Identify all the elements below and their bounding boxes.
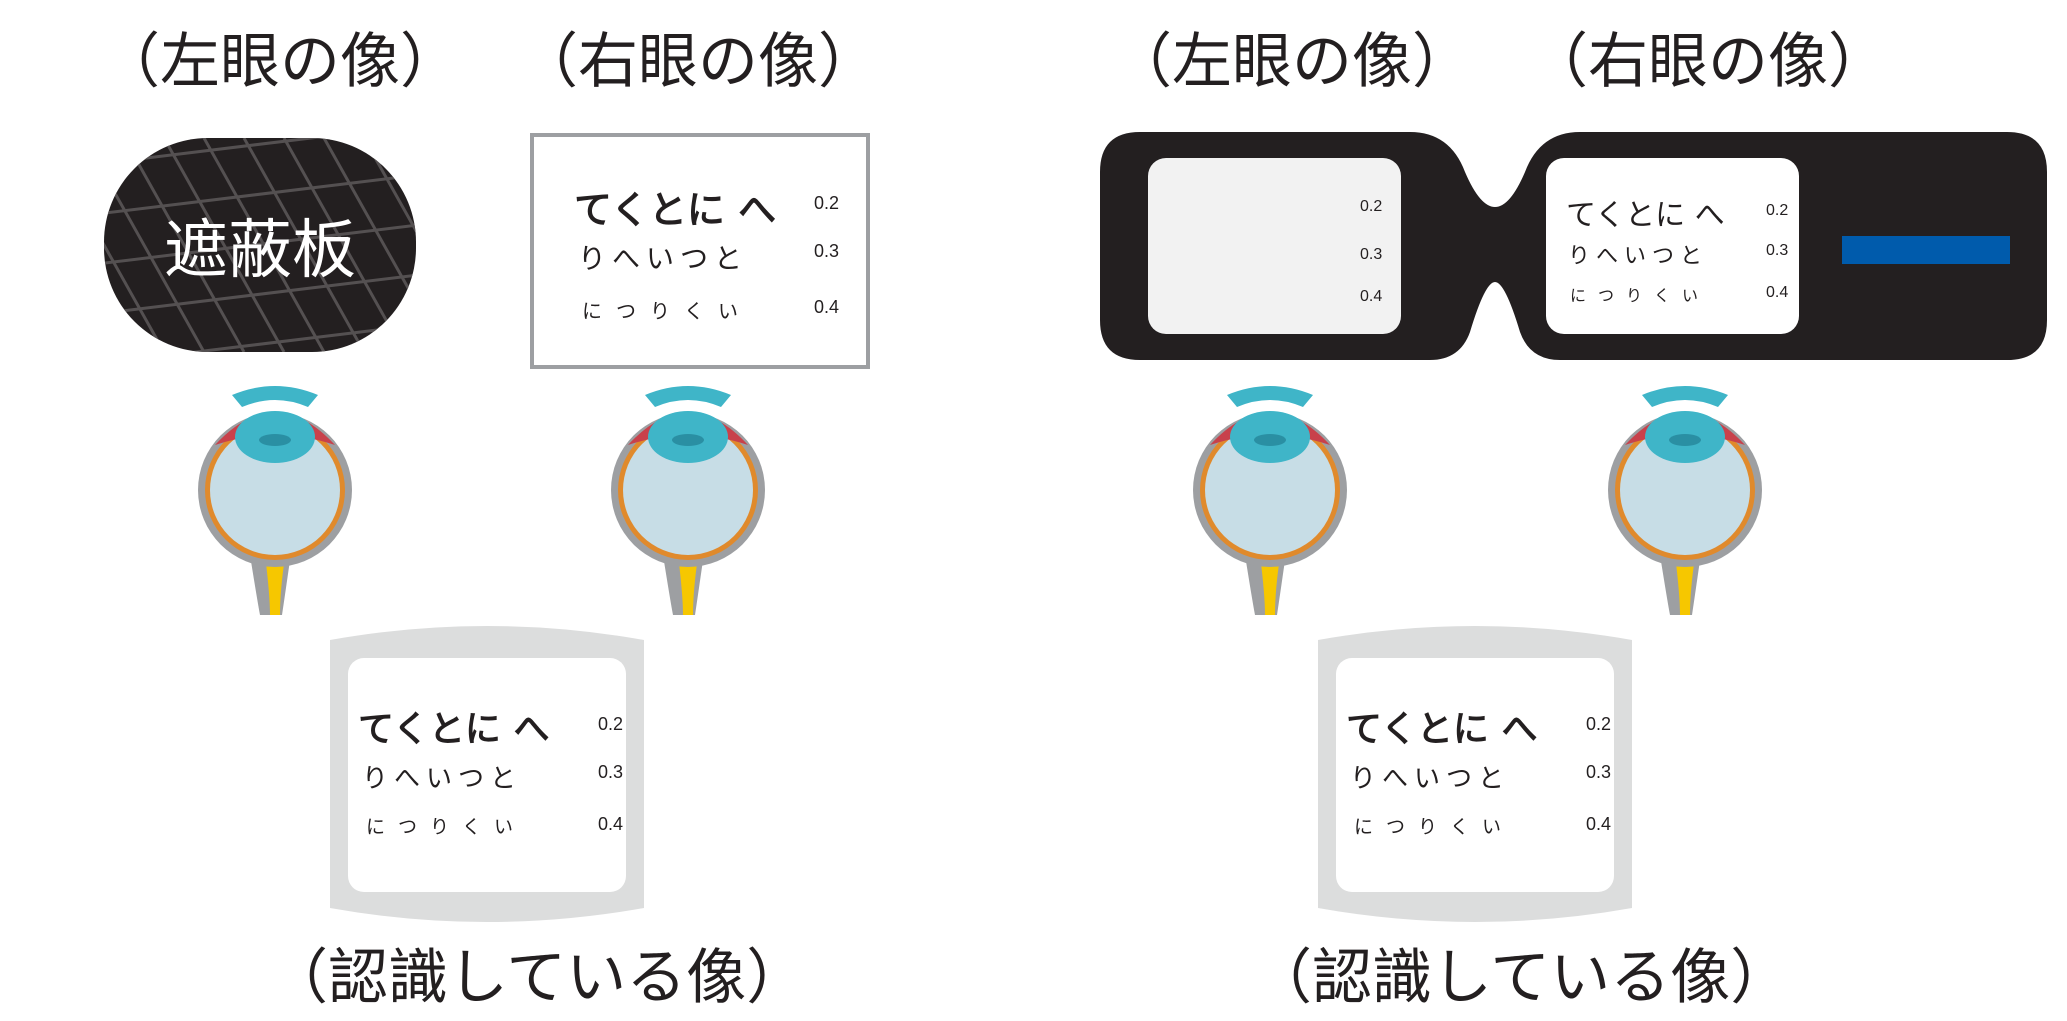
- chart-row-acuity: 0.4: [1586, 814, 1612, 834]
- occluder-label: 遮蔽板: [164, 214, 356, 288]
- left-eye-caption: （左眼の像）: [100, 27, 460, 97]
- perceived-eye-chart: てくとに へ 0.2 りへいつと 0.3 につりくい 0.4: [348, 658, 626, 892]
- chart-row-kana: てくとに へ: [574, 188, 777, 232]
- chart-row-acuity: 0.3: [598, 762, 624, 782]
- crosshatch-pattern: [104, 138, 416, 352]
- chart-row-acuity: 0.2: [1766, 202, 1789, 219]
- chart-row-acuity: 0.4: [598, 814, 624, 834]
- chart-row-kana: につりくい: [1354, 816, 1515, 838]
- right-lens: [1546, 158, 1799, 334]
- chart-row-acuity: 0.4: [1360, 288, 1383, 305]
- chart-row-acuity: 0.4: [814, 297, 840, 317]
- chart-row-acuity: 0.3: [1766, 242, 1789, 259]
- chart-row-kana: りへいつと: [1568, 244, 1709, 269]
- right-eye-chart: てくとに へ 0.2 りへいつと 0.3 につりくい 0.4: [530, 133, 870, 369]
- chart-row-kana: につりくい: [582, 299, 752, 323]
- chart-row-acuity: 0.2: [1586, 714, 1612, 734]
- chart-row-acuity: 0.2: [598, 714, 624, 734]
- chart-row-kana: につりくい: [1570, 286, 1711, 305]
- chart-row-acuity: 0.2: [814, 193, 840, 213]
- chart-row-kana: てくとに へ: [1346, 709, 1538, 750]
- occluder-panel: 遮蔽板: [104, 138, 416, 352]
- chart-row-acuity: 0.4: [1766, 284, 1789, 301]
- perceived-display-frame: [330, 626, 644, 922]
- chart-row-acuity: 0.3: [1586, 762, 1612, 782]
- left-eye-caption: （左眼の像）: [1112, 27, 1472, 97]
- chart-row-kana: りへいつと: [1350, 764, 1511, 794]
- perceived-eye-chart: てくとに へ 0.2 りへいつと 0.3 につりくい 0.4: [1336, 658, 1614, 892]
- right-eyeball-illustration: [611, 386, 765, 615]
- left-lens: [1148, 158, 1401, 334]
- right-eyeball-illustration: [1608, 386, 1762, 615]
- lens-control-bar: [1842, 236, 2010, 264]
- chart-row-kana: りへいつと: [362, 764, 523, 794]
- right-lens-eye-chart: てくとに へ 0.2 りへいつと 0.3 につりくい 0.4: [1560, 180, 1790, 320]
- perceived-display-frame: [1318, 626, 1632, 922]
- perceived-image-caption: （認識している像）: [268, 943, 807, 1013]
- chart-row-kana: りへいつと: [578, 242, 749, 275]
- chart-row-acuity: 0.3: [1360, 246, 1383, 263]
- right-eye-caption: （右眼の像）: [1528, 27, 1888, 97]
- chart-row-acuity: 0.2: [1360, 198, 1383, 215]
- chart-row-kana: てくとに へ: [358, 709, 550, 750]
- occlusion-glasses: [1100, 132, 2047, 360]
- left-eyeball-illustration: [198, 386, 352, 615]
- right-eye-caption: （右眼の像）: [518, 27, 878, 97]
- chart-row-kana: てくとに へ: [1566, 198, 1725, 233]
- left-eyeball-illustration: [1193, 386, 1347, 615]
- chart-row-acuity: 0.3: [814, 241, 840, 261]
- perceived-image-caption: （認識している像）: [1252, 943, 1791, 1013]
- chart-row-kana: につりくい: [366, 816, 527, 838]
